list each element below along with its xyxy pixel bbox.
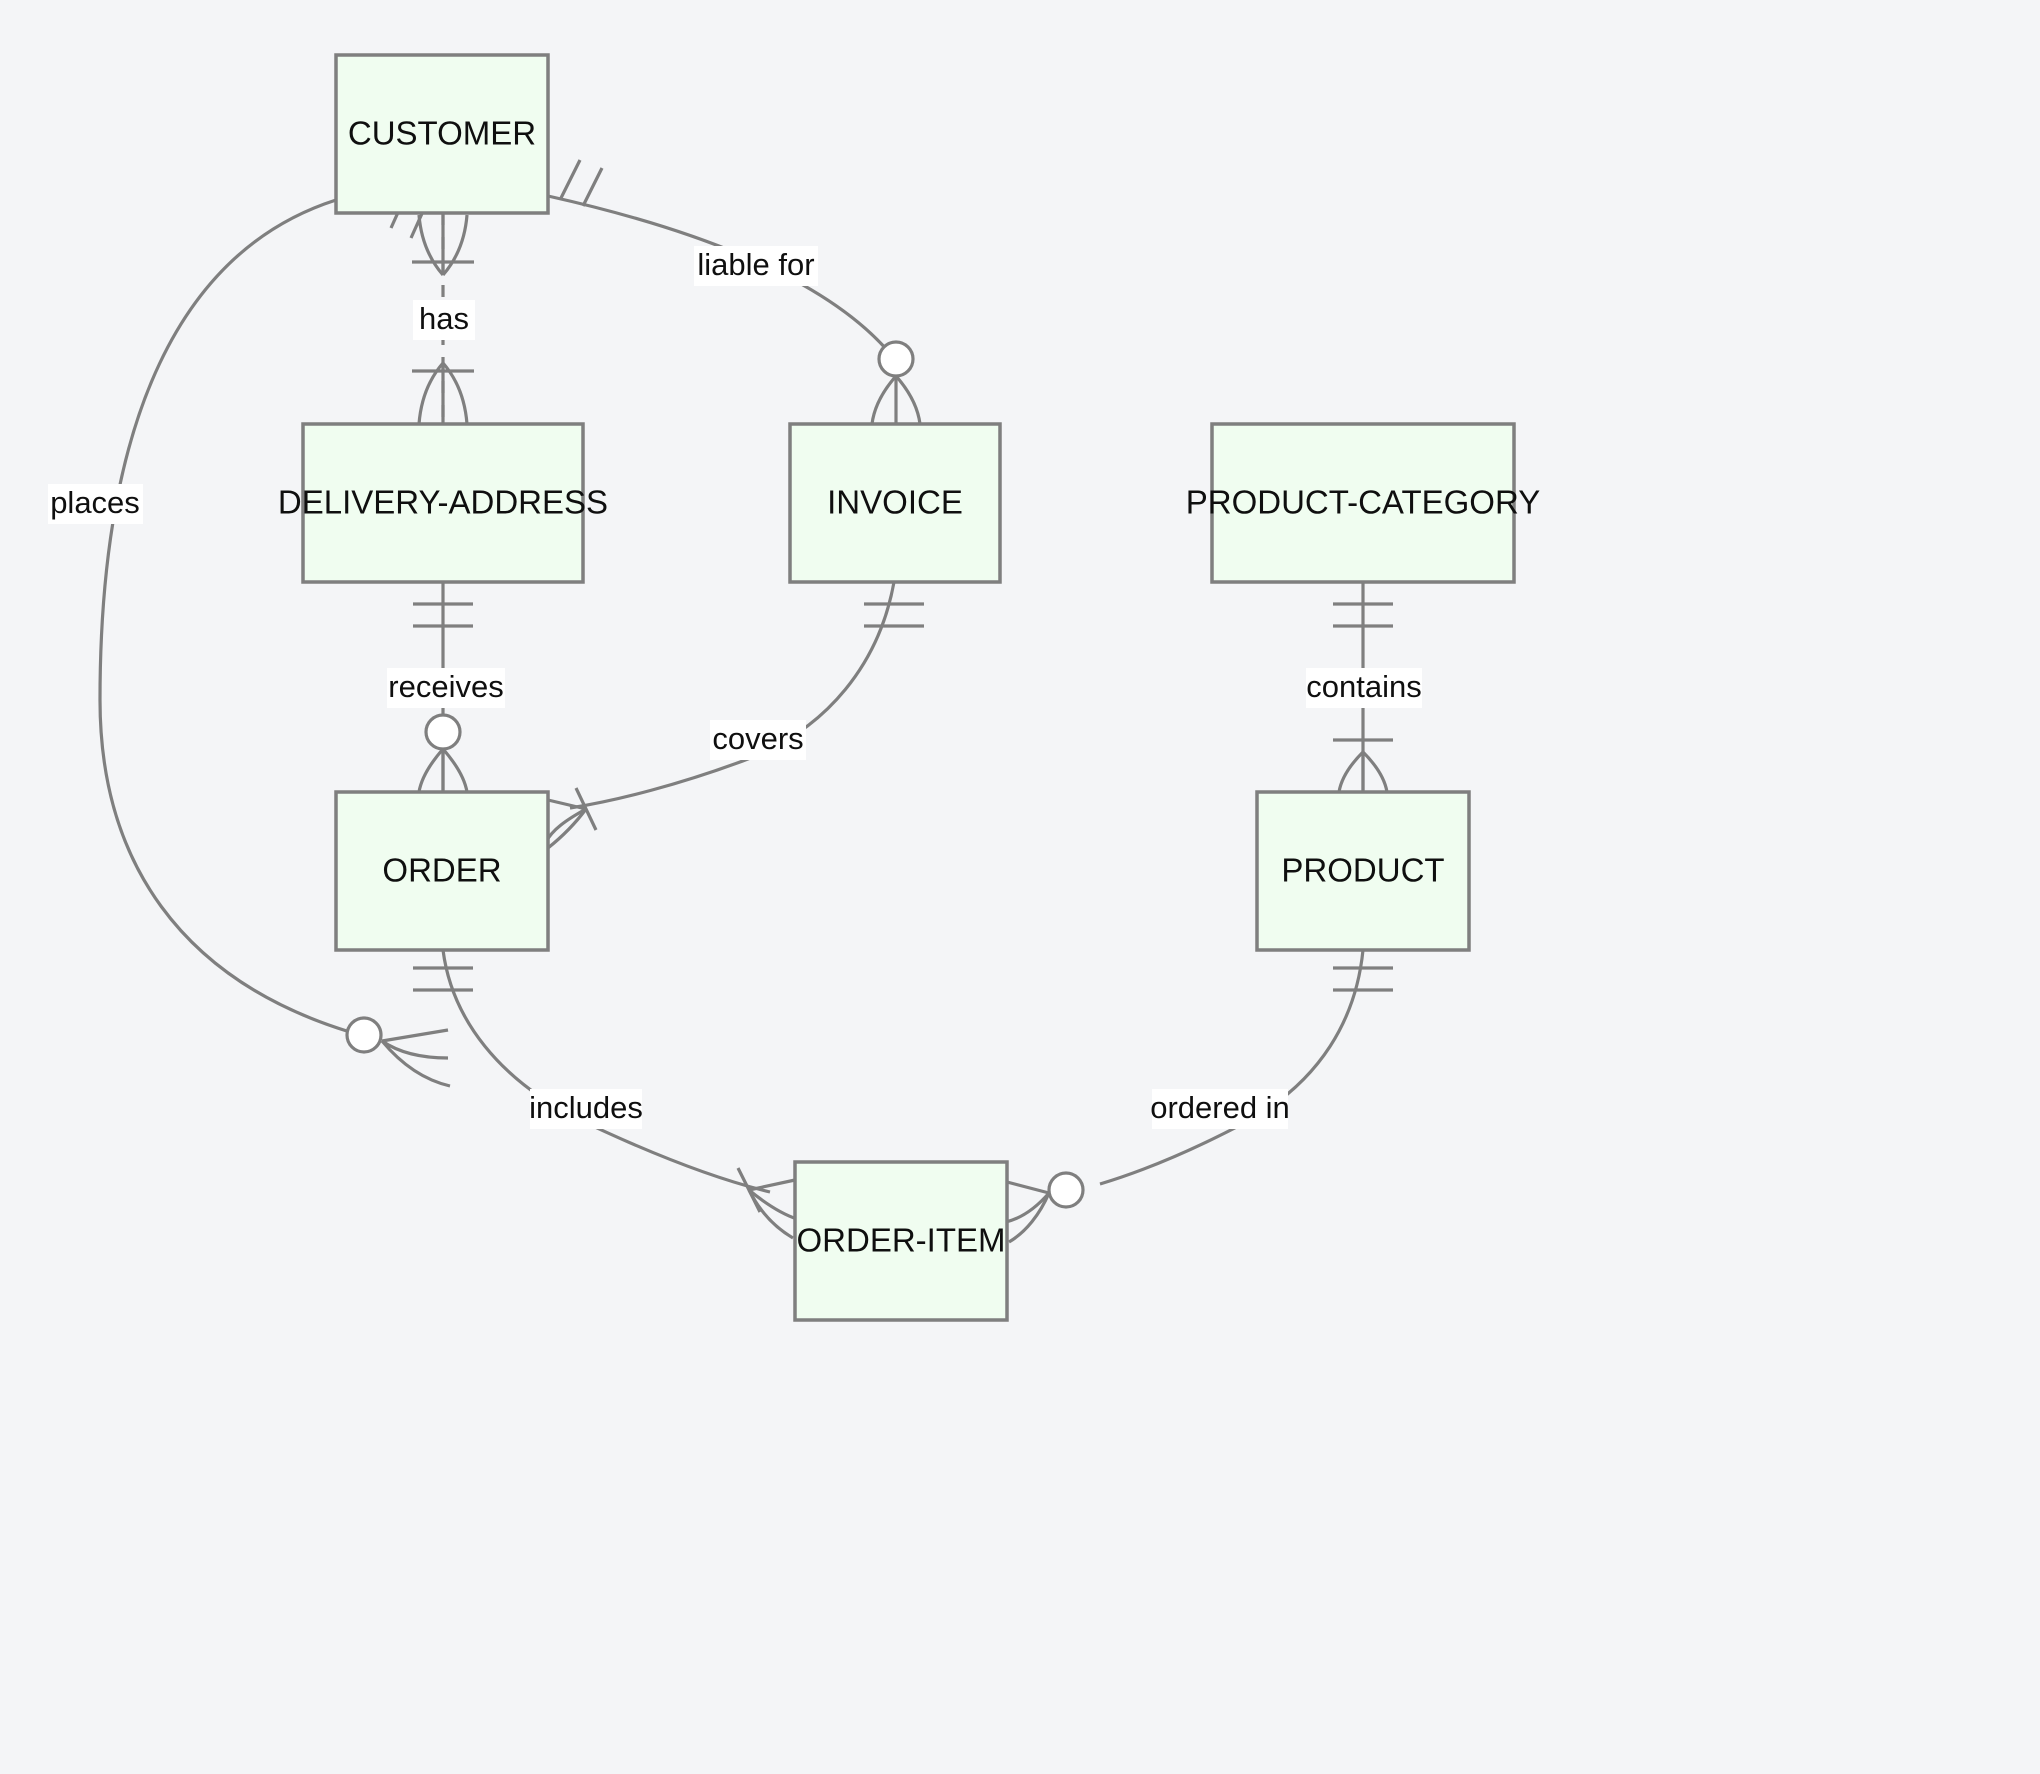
relationship-has[interactable] xyxy=(412,213,474,425)
places-line xyxy=(98,198,351,1034)
contains-marker-onemany-product xyxy=(1333,738,1393,793)
includes-label-bg xyxy=(530,1089,642,1129)
places-label: places xyxy=(50,485,140,520)
includes-line xyxy=(441,949,771,1194)
entity-product-category[interactable]: PRODUCT-CATEGORY xyxy=(1186,422,1540,584)
relationship-label-receives: receives xyxy=(387,668,505,708)
entity-customer-rect xyxy=(334,53,550,215)
receives-marker-crowsfoot-order xyxy=(417,747,469,793)
has-marker-crowsfoot-customer xyxy=(412,213,474,277)
ordered-in-marker-crowsfoot-orderitem xyxy=(1005,1180,1051,1244)
relationship-label-has: has xyxy=(413,300,475,340)
relationship-places[interactable] xyxy=(98,187,451,1088)
relationship-label-places: places xyxy=(48,484,143,524)
ordered-in-label: ordered in xyxy=(1150,1090,1290,1125)
relationship-label-covers: covers xyxy=(710,720,806,760)
covers-label-bg xyxy=(710,720,806,760)
contains-marker-one-category xyxy=(1333,602,1393,628)
entity-product-label: PRODUCT xyxy=(1281,852,1444,889)
includes-marker-one-order xyxy=(413,966,473,992)
has-label: has xyxy=(419,301,469,336)
liable-for-marker-crowsfoot-invoice xyxy=(870,374,922,425)
entity-order-item[interactable]: ORDER-ITEM xyxy=(793,1160,1009,1322)
ordered-in-line xyxy=(1099,949,1365,1186)
entity-delivery-address-label: DELIVERY-ADDRESS xyxy=(278,484,608,521)
covers-marker-one-invoice xyxy=(864,602,924,628)
entity-customer-label: CUSTOMER xyxy=(348,115,536,152)
entity-product-rect xyxy=(1255,790,1471,952)
ordered-in-marker-zero-circle xyxy=(1047,1171,1085,1209)
entity-invoice-label: INVOICE xyxy=(827,484,963,521)
receives-marker-one-address xyxy=(413,602,473,628)
includes-marker-onemany-orderitem xyxy=(736,1167,798,1240)
entity-product[interactable]: PRODUCT xyxy=(1255,790,1471,952)
relationship-liable-for[interactable] xyxy=(547,159,922,425)
includes-label: includes xyxy=(529,1090,643,1125)
contains-label-bg xyxy=(1306,668,1422,708)
entity-order-item-rect xyxy=(793,1160,1009,1322)
has-marker-onemany-address xyxy=(412,361,474,425)
entity-product-category-label: PRODUCT-CATEGORY xyxy=(1186,484,1540,521)
entity-order-item-label: ORDER-ITEM xyxy=(797,1222,1006,1259)
covers-marker-onemany-order xyxy=(544,787,598,850)
places-marker-zero-circle xyxy=(345,1016,383,1054)
relationship-label-contains: contains xyxy=(1306,668,1422,708)
ordered-in-marker-one-product xyxy=(1333,966,1393,992)
entity-customer[interactable]: CUSTOMER xyxy=(334,53,550,215)
relationship-label-liable-for: liable for xyxy=(694,246,818,286)
receives-marker-zero-circle xyxy=(424,713,462,751)
entity-order-label: ORDER xyxy=(382,852,501,889)
relationship-label-includes: includes xyxy=(529,1089,643,1129)
entity-delivery-address[interactable]: DELIVERY-ADDRESS xyxy=(278,422,608,584)
relationship-label-ordered-in: ordered in xyxy=(1150,1089,1290,1129)
ordered-in-label-bg xyxy=(1152,1089,1288,1129)
places-marker-crowsfoot-order xyxy=(380,1028,451,1088)
entity-product-category-rect xyxy=(1210,422,1516,584)
contains-label: contains xyxy=(1306,669,1421,704)
liable-for-label-bg xyxy=(694,246,818,286)
relationship-covers[interactable] xyxy=(544,581,924,850)
has-label-bg xyxy=(413,300,475,340)
covers-line xyxy=(569,581,896,810)
liable-for-marker-one-customer xyxy=(559,159,604,207)
places-label-bg xyxy=(48,484,143,524)
entity-delivery-address-rect xyxy=(301,422,585,584)
receives-label-bg xyxy=(387,668,505,708)
covers-label: covers xyxy=(712,721,803,756)
liable-for-marker-zero-circle xyxy=(877,340,915,378)
liable-for-label: liable for xyxy=(697,247,814,282)
receives-label: receives xyxy=(388,669,503,704)
entity-order[interactable]: ORDER xyxy=(334,790,550,952)
entity-invoice-rect xyxy=(788,422,1002,584)
entity-order-rect xyxy=(334,790,550,952)
entity-invoice[interactable]: INVOICE xyxy=(788,422,1002,584)
